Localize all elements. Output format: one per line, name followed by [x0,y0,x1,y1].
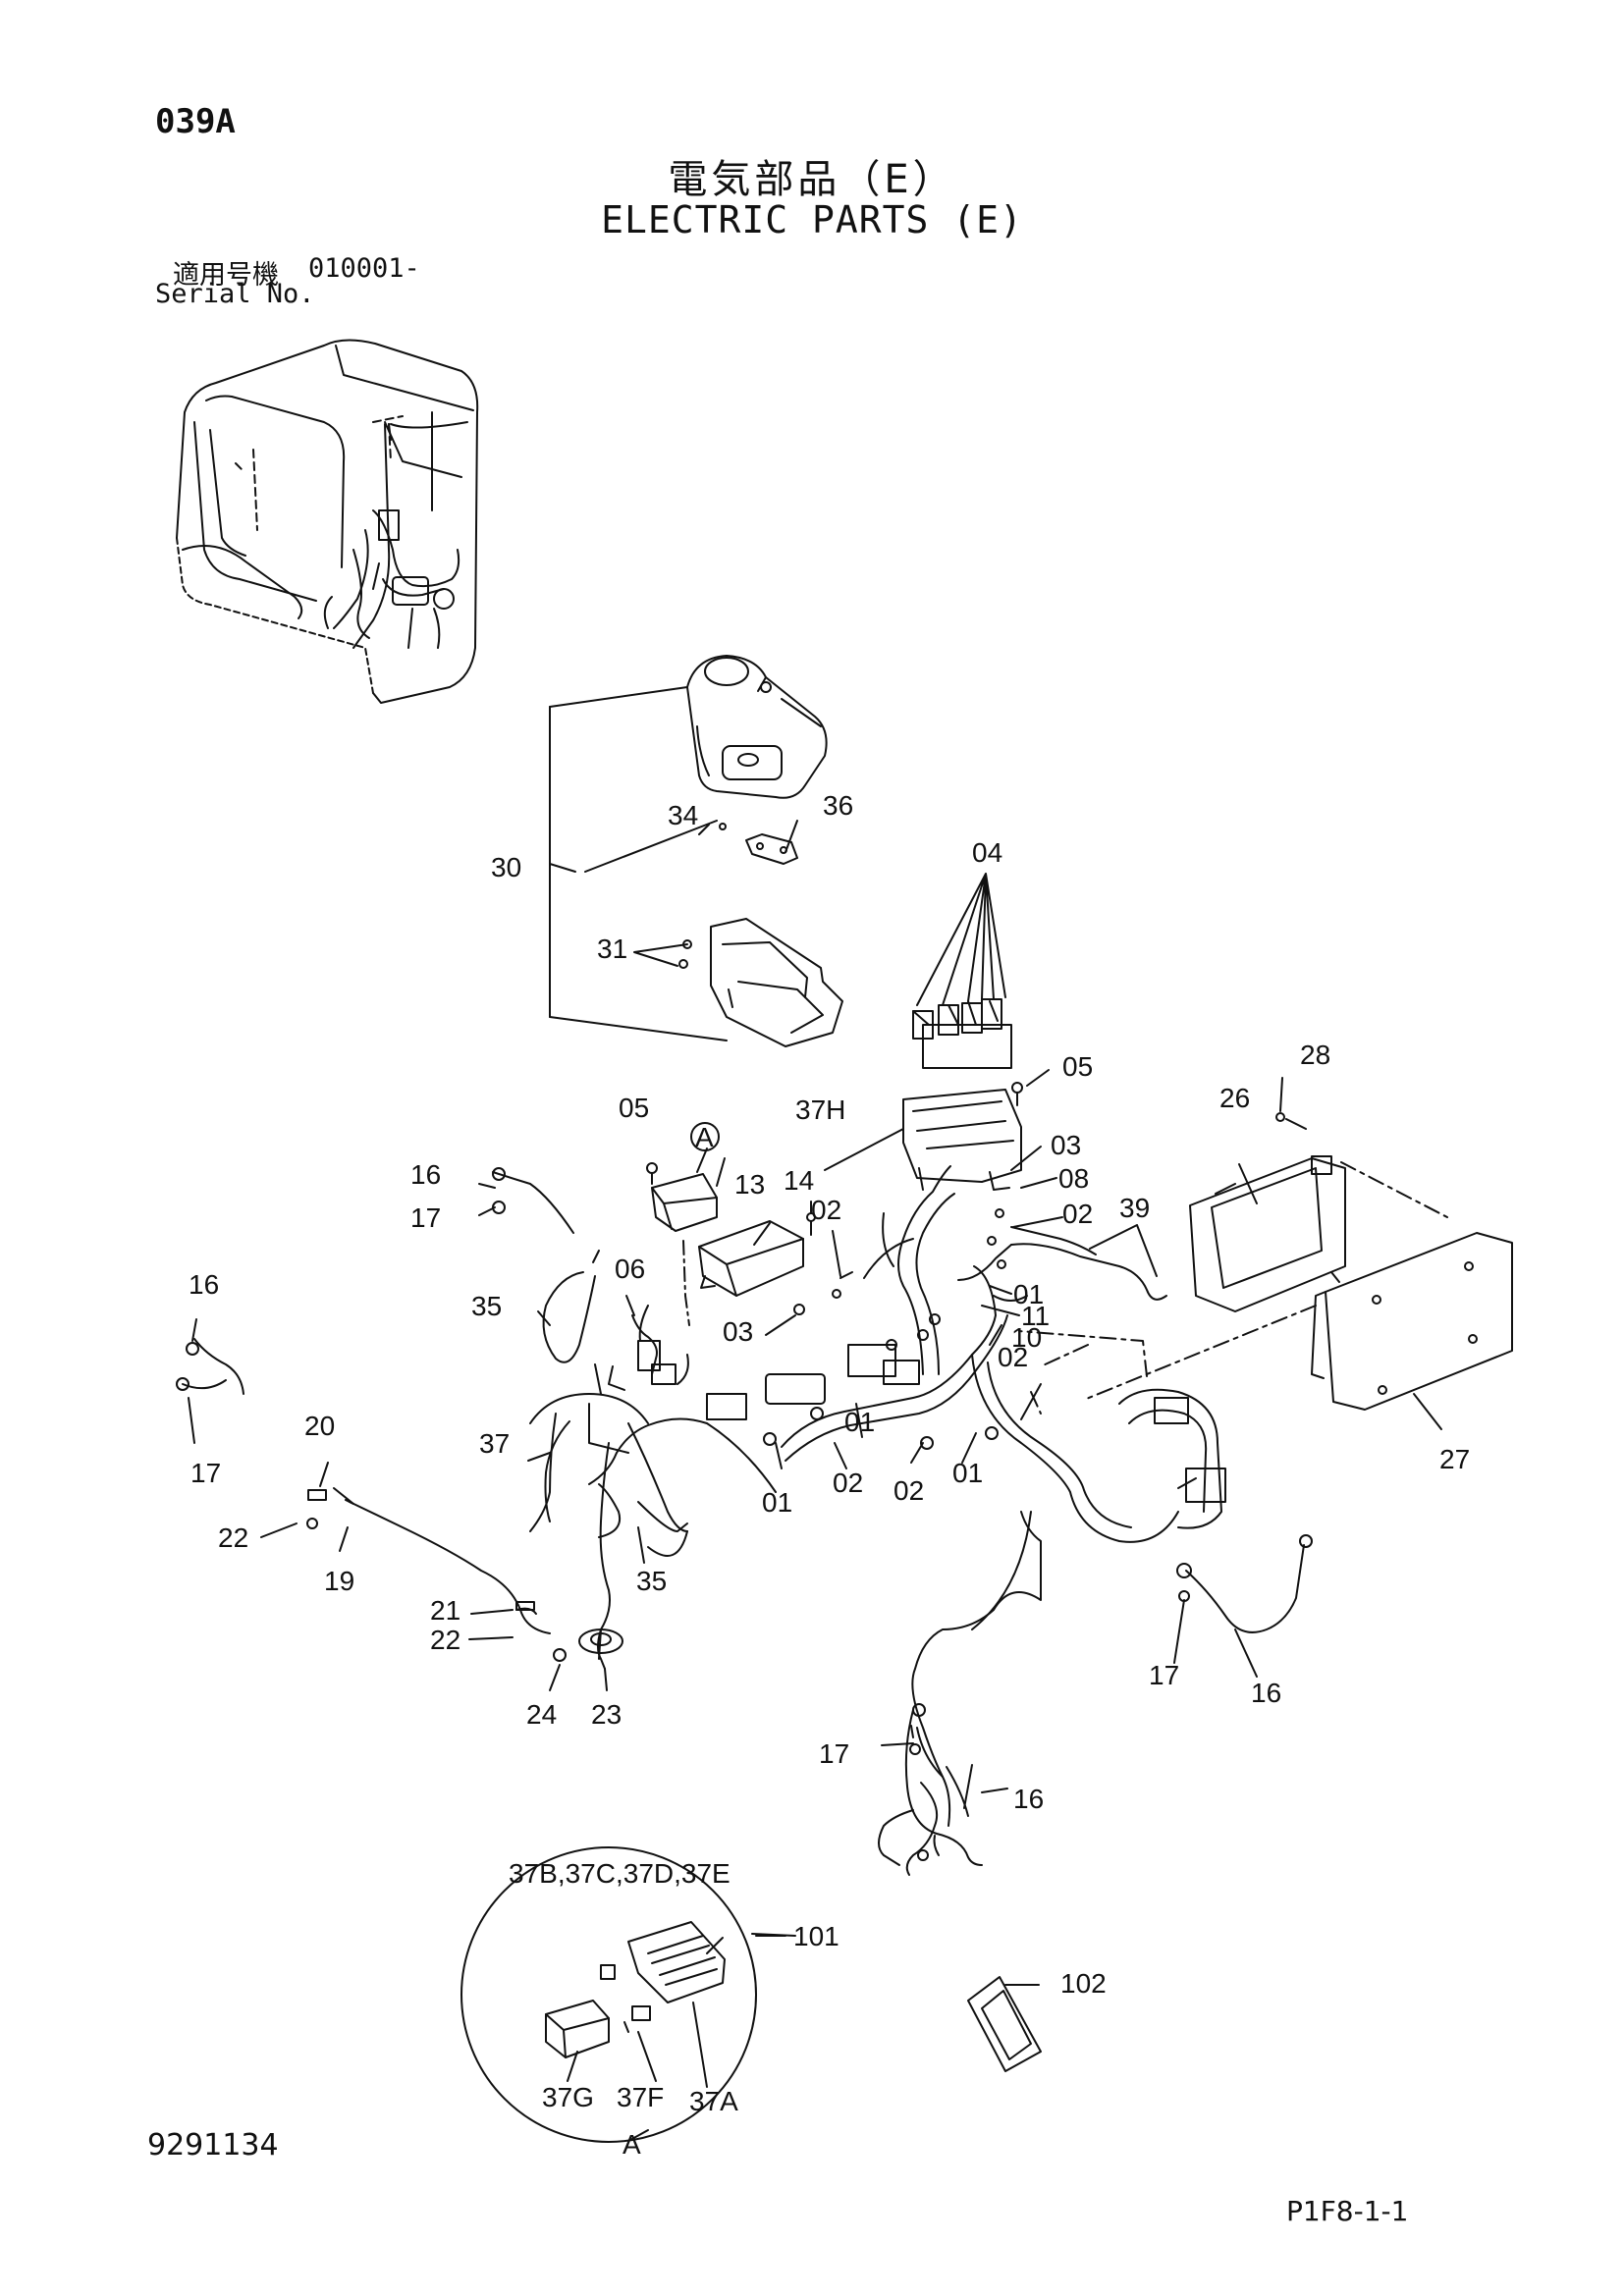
callout-a-detail: A [623,2129,641,2160]
page-title: ELECTRIC PARTS (E) [601,198,1023,241]
callout-34: 34 [668,800,698,830]
callout-27: 27 [1439,1444,1470,1474]
callout-17-bottom: 17 [819,1738,849,1769]
callout-16-left: 16 [189,1269,219,1300]
callout-a-mark: A [695,1122,714,1152]
callout-36: 36 [823,790,853,821]
monitor-assembly-drawing [549,655,843,1047]
callout-39: 39 [1119,1193,1150,1223]
callout-13: 13 [734,1169,765,1200]
callout-01-bottom-right: 01 [952,1458,983,1488]
callout-31: 31 [597,934,627,964]
callout-37b-37e: 37B,37C,37D,37E [509,1858,731,1889]
callout-03-mid: 03 [723,1316,753,1347]
page-reference: P1F8-1-1 [1286,2195,1409,2227]
callout-05-module: 05 [619,1093,649,1123]
callout-22-upper: 22 [218,1522,248,1553]
callout-17-left: 17 [190,1458,221,1488]
callout-37f: 37F [617,2082,664,2112]
callout-30: 30 [491,852,521,882]
controller-drawing [1018,1112,1513,1415]
callout-11: 11 [1021,1301,1050,1331]
callout-22-lower: 22 [430,1625,460,1655]
callout-02-right: 02 [1062,1199,1093,1229]
callout-37: 37 [479,1428,510,1459]
callout-101: 101 [793,1921,839,1951]
page-code: 039A [155,102,236,141]
callout-37a: 37A [689,2086,738,2116]
callout-37g: 37G [542,2082,594,2112]
serial-label: Serial No. [155,279,315,309]
callout-102: 102 [1060,1968,1107,1999]
callout-02-bottom-b: 02 [893,1475,924,1506]
callout-03-top: 03 [1051,1130,1081,1160]
callout-35-lower: 35 [636,1566,667,1596]
page-title-japanese: 電気部品（E） [668,157,956,202]
callout-01-mid: 01 [844,1407,875,1437]
callout-01-right: 01 [1013,1279,1044,1309]
callout-02-bottom-a: 02 [833,1468,863,1498]
callout-16-upper: 16 [410,1159,441,1190]
callout-20: 20 [304,1411,335,1441]
horn-harness-drawing [176,1167,688,1670]
callout-04: 04 [972,837,1002,868]
callout-19: 19 [324,1566,354,1596]
callout-17-right: 17 [1149,1660,1179,1690]
callout-17-upper: 17 [410,1202,441,1233]
callout-35-upper: 35 [471,1291,502,1321]
leader-lines [188,820,1442,2141]
callout-02-top: 02 [811,1195,841,1225]
callout-02-mid: 02 [998,1342,1028,1372]
callout-37h: 37H [795,1095,845,1125]
callout-16-bottom: 16 [1013,1784,1044,1814]
callout-28: 28 [1300,1040,1330,1070]
callout-05-relay: 05 [1062,1051,1093,1082]
callout-26: 26 [1219,1083,1250,1113]
callout-21: 21 [430,1595,460,1626]
callout-08: 08 [1058,1163,1089,1194]
document-number: 9291134 [147,2128,279,2163]
module-drawing [646,1122,816,1326]
serial-value: 010001- [308,253,420,284]
relay-block-drawing [902,873,1050,1191]
callout-23: 23 [591,1699,622,1730]
main-harness-drawing [529,1165,1226,1827]
callout-14: 14 [784,1165,814,1196]
callout-labels: 30 34 36 31 04 05 05 37H 28 26 A 13 14 0… [189,790,1470,2160]
callout-06: 06 [615,1254,645,1284]
serial-label-japanese: 適用号機 [173,260,279,291]
callout-01-bottom: 01 [762,1487,792,1518]
ground-cable-drawing [878,1534,1313,1876]
detail-circle-drawing [460,1846,1042,2143]
callout-24: 24 [526,1699,557,1730]
callout-16-right: 16 [1251,1678,1281,1708]
callout-10: 10 [1011,1322,1042,1353]
cab-overview-drawing [176,339,479,704]
